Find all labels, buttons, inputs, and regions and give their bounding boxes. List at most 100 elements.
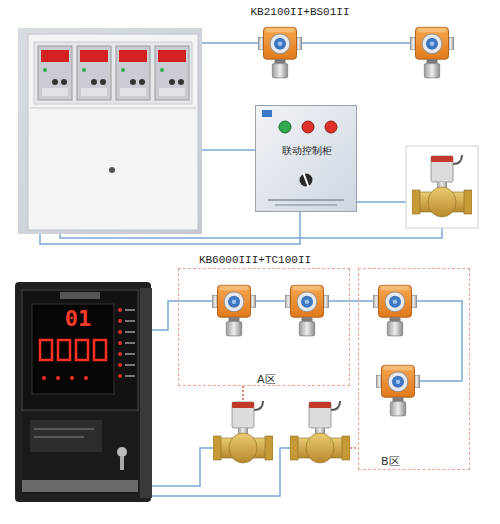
indicator-led xyxy=(121,68,125,72)
section-title: KB6000III+TC100II xyxy=(190,253,320,267)
signal-wire xyxy=(200,42,258,44)
zone-label: B区 xyxy=(381,455,411,469)
status-dots xyxy=(42,376,88,380)
display-module xyxy=(116,46,150,100)
display-area xyxy=(34,42,192,104)
display-module xyxy=(77,46,111,100)
section-title: KB2100II+BS01II xyxy=(240,5,360,19)
indicator-led xyxy=(160,68,164,72)
button xyxy=(61,79,67,85)
key xyxy=(120,456,124,470)
nameplate-line xyxy=(34,436,84,438)
solenoid-valve xyxy=(213,401,273,463)
indicator-led xyxy=(118,308,122,312)
indicator-led xyxy=(82,68,86,72)
display-module xyxy=(116,46,150,100)
gas-detector xyxy=(376,365,420,416)
signal-wire xyxy=(200,149,255,151)
valve-photo-frame xyxy=(406,146,478,228)
controller-body xyxy=(28,34,198,230)
signal-wire xyxy=(329,300,350,302)
red-button xyxy=(325,121,337,133)
zone-box: A区 xyxy=(178,268,350,386)
button xyxy=(100,79,106,85)
button xyxy=(52,79,58,85)
indicator-tag xyxy=(125,342,135,344)
nameplate-line xyxy=(268,199,344,201)
selector-knob xyxy=(302,172,309,188)
button xyxy=(169,79,175,85)
indicator-tag xyxy=(125,309,135,311)
button xyxy=(178,79,184,85)
controller-side xyxy=(140,288,152,498)
display-module xyxy=(155,46,189,100)
cabinet-panel xyxy=(255,105,357,212)
display-digits: 01 xyxy=(56,306,100,331)
indicator-tag xyxy=(125,331,135,333)
display-window xyxy=(32,304,114,394)
button xyxy=(139,79,145,85)
indicator-column xyxy=(118,308,135,378)
button xyxy=(91,79,97,85)
wire-connector xyxy=(350,300,358,302)
red-display xyxy=(158,50,186,62)
red-button xyxy=(302,121,314,133)
display-module xyxy=(155,46,189,100)
status-dot xyxy=(42,376,46,380)
lower-panel xyxy=(22,412,138,494)
signal-wire xyxy=(357,201,412,203)
display-module xyxy=(38,46,72,100)
indicator-tag xyxy=(125,375,135,377)
controller-cabinet xyxy=(18,28,202,234)
controller-unit xyxy=(15,282,152,502)
gas-detector xyxy=(258,27,302,78)
status-dot xyxy=(70,376,74,380)
zone-label: A区 xyxy=(257,373,287,387)
gas-detector xyxy=(285,285,329,336)
module-plate xyxy=(120,88,146,96)
status-dot xyxy=(56,376,60,380)
brand-logo xyxy=(60,292,100,299)
controller-photo xyxy=(18,28,202,234)
red-display xyxy=(119,50,147,62)
signal-wire xyxy=(256,300,285,302)
button xyxy=(130,79,136,85)
gas-detector xyxy=(373,285,417,336)
signal-wire xyxy=(151,301,212,330)
nameplate-line xyxy=(275,204,337,206)
status-dot xyxy=(84,376,88,380)
module-plate xyxy=(159,88,185,96)
indicator-led xyxy=(43,68,47,72)
module-plate xyxy=(42,88,68,96)
solenoid-valve xyxy=(290,401,350,463)
front-panel xyxy=(22,290,138,410)
display-module xyxy=(77,46,111,100)
indicator-led xyxy=(118,352,122,356)
indicator-led xyxy=(118,341,122,345)
zone-box: B区 xyxy=(358,268,470,470)
green-button xyxy=(279,121,291,133)
segment-digit xyxy=(58,340,70,360)
module-plate xyxy=(81,88,107,96)
segment-display xyxy=(40,340,106,360)
red-display xyxy=(80,50,108,62)
indicator-led xyxy=(118,374,122,378)
segment-digit xyxy=(76,340,88,360)
indicator-led xyxy=(118,330,122,334)
company-strip xyxy=(22,480,138,492)
nameplate-line xyxy=(34,428,94,430)
linkage-cabinet-panel xyxy=(255,105,357,212)
indicator-tag xyxy=(125,353,135,355)
brand-logo xyxy=(262,110,272,117)
indicator-led xyxy=(118,319,122,323)
key-lock xyxy=(117,447,127,457)
display-module xyxy=(38,46,72,100)
gas-detector xyxy=(212,285,256,336)
door-seam xyxy=(30,108,196,109)
signal-wire xyxy=(358,300,373,302)
segment-digit xyxy=(94,340,106,360)
signal-wire xyxy=(151,448,213,486)
linkage-leader xyxy=(350,447,358,448)
